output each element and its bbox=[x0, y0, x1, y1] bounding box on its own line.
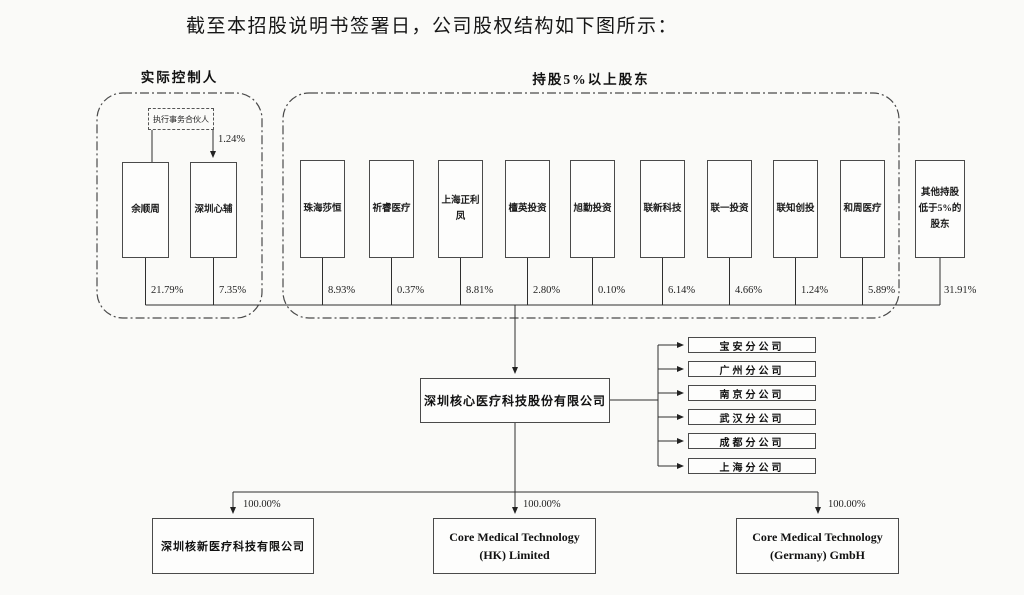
pct-label: 7.35% bbox=[219, 285, 247, 296]
branch-box-nanjing: 南京分公司 bbox=[688, 385, 816, 401]
pct-label: 8.93% bbox=[328, 285, 356, 296]
subsidiary-box-hk: Core Medical Technology (HK) Limited bbox=[433, 518, 596, 574]
pct-label: 4.66% bbox=[735, 285, 763, 296]
shareholder-box-others: 其他持股低于5%的股东 bbox=[915, 160, 965, 258]
branch-box-guangzhou: 广州分公司 bbox=[688, 361, 816, 377]
shareholder-box-yushunzhou: 余顺周 bbox=[122, 162, 169, 258]
pct-label: 1.24% bbox=[801, 285, 829, 296]
branch-box-shanghai: 上海分公司 bbox=[688, 458, 816, 474]
branch-box-chengdu: 成都分公司 bbox=[688, 433, 816, 449]
shareholder-box-qirui: 祈睿医疗 bbox=[369, 160, 414, 258]
pct-label: 21.79% bbox=[151, 285, 184, 296]
branch-box-wuhan: 武汉分公司 bbox=[688, 409, 816, 425]
pct-label: 0.37% bbox=[397, 285, 425, 296]
subsidiary-box-hexin: 深圳核新医疗科技有限公司 bbox=[152, 518, 314, 574]
branch-box-baoan: 宝安分公司 bbox=[688, 337, 816, 353]
diagram-title: 截至本招股说明书签署日，公司股权结构如下图所示： bbox=[186, 16, 679, 37]
pct-label: 0.10% bbox=[598, 285, 626, 296]
group-label-controller: 实际控制人 bbox=[140, 70, 219, 85]
shareholder-box-shanghaizhenglifeng: 上海正利凤 bbox=[438, 160, 483, 258]
pct-label: 5.89% bbox=[868, 285, 896, 296]
partner-pct-label: 1.24% bbox=[218, 134, 246, 145]
pct-label: 6.14% bbox=[668, 285, 696, 296]
shareholder-box-zhuhaishaheng: 珠海莎恒 bbox=[300, 160, 345, 258]
pct-label: 31.91% bbox=[944, 285, 977, 296]
pct-label: 8.81% bbox=[466, 285, 494, 296]
ownership-pct-label: 100.00% bbox=[523, 499, 561, 510]
pct-label: 2.80% bbox=[533, 285, 561, 296]
executive-partner-box: 执行事务合伙人 bbox=[148, 108, 214, 130]
shareholder-box-lianxin: 联新科技 bbox=[640, 160, 685, 258]
shareholder-box-tanying: 檀英投资 bbox=[505, 160, 550, 258]
ownership-pct-label: 100.00% bbox=[243, 499, 281, 510]
shareholder-box-hezhou: 和周医疗 bbox=[840, 160, 885, 258]
ownership-pct-label: 100.00% bbox=[828, 499, 866, 510]
group-label-major-shareholders: 持股5%以上股东 bbox=[532, 72, 650, 87]
shareholder-box-shenzhenxinfu: 深圳心辅 bbox=[190, 162, 237, 258]
company-box: 深圳核心医疗科技股份有限公司 bbox=[420, 378, 610, 423]
shareholder-box-lianyi: 联一投资 bbox=[707, 160, 752, 258]
shareholder-box-xuqin: 旭勤投资 bbox=[570, 160, 615, 258]
subsidiary-box-germany: Core Medical Technology (Germany) GmbH bbox=[736, 518, 899, 574]
shareholder-box-lianzhi: 联知创投 bbox=[773, 160, 818, 258]
